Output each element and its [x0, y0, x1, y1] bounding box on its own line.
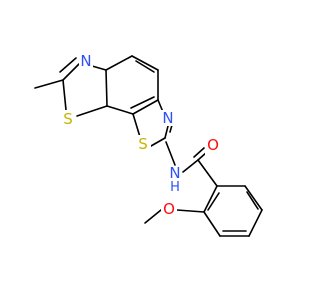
atom-label-o-methoxy: O [163, 200, 175, 218]
bond-double-benz-b [130, 96, 155, 109]
atom-label-n-amide: N [169, 164, 180, 182]
bond-benz-2 [131, 55, 159, 71]
bond-c-aryl [197, 159, 218, 187]
atom-label-h-amide: H [170, 180, 180, 195]
bond-benz-5 [106, 105, 134, 115]
bond-benz-1 [105, 55, 133, 71]
bond-methyl-bond [34, 79, 64, 89]
atom-label-s-left-thiazole: S [63, 110, 73, 128]
double-bond-layer [59, 57, 259, 232]
bond-double-c-n-right [169, 124, 173, 133]
bond-fused-bond-left [105, 69, 108, 107]
atom-label-n-left-thiazole: N [80, 52, 91, 70]
atom-label-s-right-thiazole: S [138, 135, 148, 153]
bond-c-s-right [132, 113, 141, 138]
bond-ring-3 [248, 209, 263, 237]
bond-double-c-n-left [59, 57, 77, 73]
bond-c-n-amide [165, 141, 176, 166]
bond-n-c-amide [182, 159, 199, 173]
bond-c-s-left [62, 79, 67, 111]
bond-layer [34, 55, 263, 237]
bond-c-n-left [62, 63, 80, 81]
bond-double-benz-a [135, 60, 155, 73]
bond-c-n-right-2 [164, 125, 169, 139]
atom-label-backgrounds [60, 53, 221, 218]
bond-double-ring-c [207, 192, 220, 211]
molecule-drawing: N S N S N H O O [34, 52, 263, 237]
bond-double-ring-a [246, 191, 259, 210]
atom-label-n-right-thiazole: N [162, 109, 173, 127]
bond-c-o-methoxy [176, 209, 205, 213]
bond-double-carbonyl [193, 147, 205, 158]
bond-benz-4 [132, 99, 159, 115]
bond-ring-5 [203, 211, 221, 237]
structure-canvas: N S N S N H O O [34, 52, 263, 237]
bond-s-c-left [76, 105, 108, 117]
bond-n-c-left [91, 65, 107, 71]
bond-ring-2 [244, 185, 263, 211]
bond-o-methyl [144, 209, 162, 224]
atom-label-o-carbonyl: O [207, 136, 219, 154]
bond-s-c-right [150, 137, 166, 147]
bond-ring-6 [203, 185, 218, 213]
